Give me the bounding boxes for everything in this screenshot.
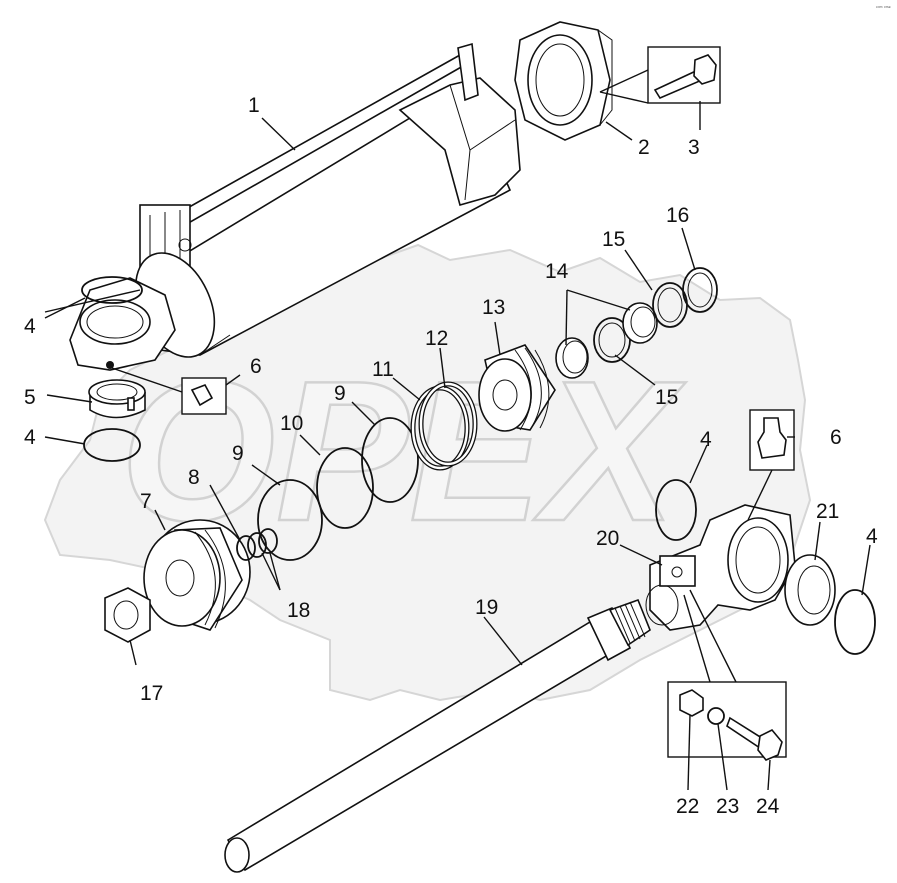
circlip-right [834,589,876,655]
rod-eye-bushing [784,554,836,626]
callout-24: 24 [756,795,780,818]
callout-14: 14 [545,260,569,283]
piston-seals [236,528,278,561]
rod-eye [645,504,796,631]
callout-11: 11 [372,358,394,381]
callout-20: 20 [596,527,619,550]
callout-4-top-left: 4 [24,315,36,338]
callout-17: 17 [140,682,163,705]
callout-1: 1 [248,94,260,117]
callout-19: 19 [475,596,498,619]
callout-7: 7 [140,490,152,513]
guide-rings [555,267,718,379]
callout-4-middle: 4 [700,428,712,451]
callout-10: 10 [280,412,303,435]
gland [478,344,556,432]
flange-bolt [599,46,721,104]
callout-9-left: 9 [232,442,244,465]
callout-4-bottom-left: 4 [24,426,36,449]
callout-8: 8 [188,466,200,489]
callout-labels: 1 2 3 4 4 4 4 5 6 6 7 8 9 9 10 11 12 13 … [24,94,878,818]
castle-nut [104,587,151,643]
callout-4-right: 4 [866,525,878,548]
grease-point [106,361,114,369]
piston [143,519,251,631]
wiper-ring-9a [257,479,323,561]
corner-mark: ᶜᵒᵐ ᵒʳˢᵉ [876,5,891,11]
callout-15-bottom: 15 [655,386,678,409]
callout-15-top: 15 [602,228,625,251]
grease-nipple-left [111,367,227,415]
circlip-middle [655,479,697,541]
callout-23: 23 [716,795,739,818]
callout-5: 5 [24,386,36,409]
end-flange [514,21,613,141]
seal-pack [410,381,478,471]
callout-21: 21 [816,500,839,523]
callout-3: 3 [688,136,700,159]
callout-18: 18 [287,599,310,622]
o-ring-top [81,276,143,304]
callout-16: 16 [666,204,689,227]
callout-6-left: 6 [250,355,262,378]
grease-nipple-right [747,409,795,521]
callout-13: 13 [482,296,505,319]
callout-2: 2 [638,136,650,159]
callout-9-right: 9 [334,382,346,405]
seal-ring-10 [316,447,374,529]
callout-12: 12 [425,327,448,350]
callout-22: 22 [676,795,699,818]
fastener-set [667,589,787,761]
piston-rod [224,598,651,873]
bushing [88,379,146,419]
wiper-ring-9b [361,417,419,503]
callout-6-right: 6 [830,426,842,449]
o-ring-bottom [83,428,141,462]
leader-lines [44,101,871,791]
cylinder-barrel [69,42,521,371]
